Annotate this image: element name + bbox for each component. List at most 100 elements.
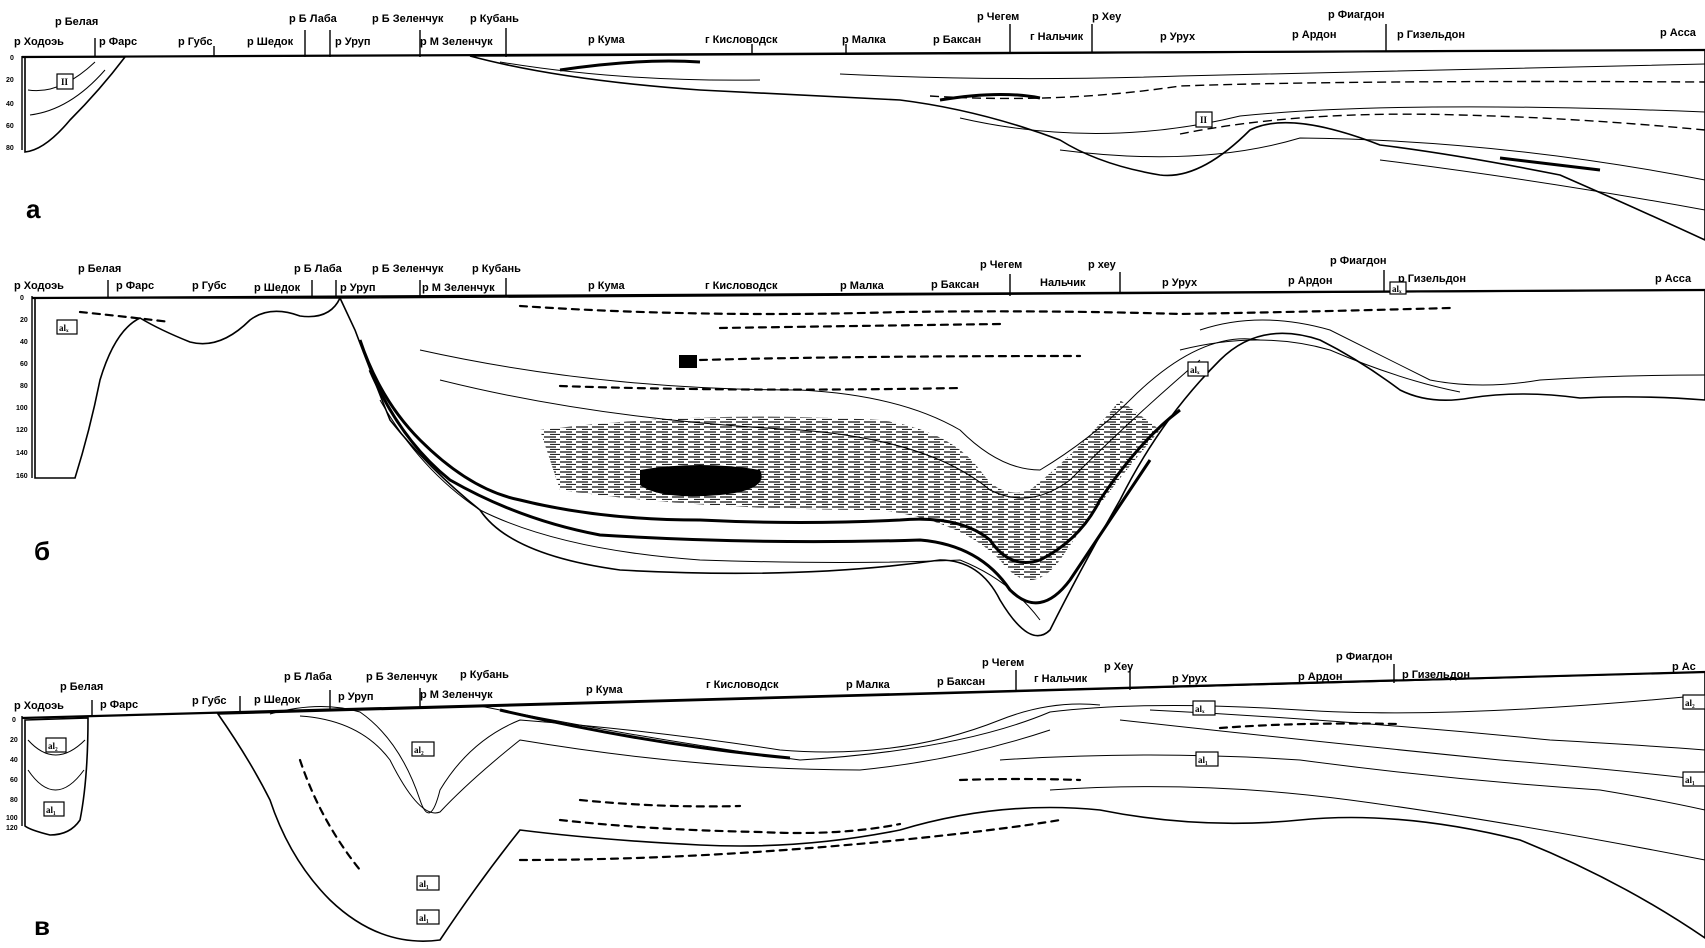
panel-c-layer: [1120, 720, 1705, 780]
depth-label: 60: [20, 361, 28, 368]
label-river: р Кума: [588, 280, 625, 292]
label-river: р Ходоэь: [14, 36, 64, 48]
label-river: р Б Зеленчук: [372, 263, 444, 275]
panel-a-layer: [930, 82, 1705, 99]
panel-c-index-box: al₁: [417, 910, 439, 924]
label-river: р Малка: [840, 280, 885, 292]
label-river: р Ассa: [1660, 27, 1697, 39]
depth-label: 40: [20, 339, 28, 346]
panel-letter: в: [34, 911, 50, 941]
index-label: al₁: [419, 913, 429, 923]
label-city: г Нальчик: [1030, 31, 1084, 43]
label-river: р Б Зеленчук: [366, 671, 438, 683]
depth-label: 100: [16, 405, 28, 412]
label-river: р Малка: [842, 34, 887, 46]
label-river: р Шедок: [254, 694, 301, 706]
panel-b: р Белая р Б Лаба р Б Зеленчук р Кубань р…: [14, 255, 1705, 636]
depth-label: 0: [20, 295, 24, 302]
label-river: р Б Лаба: [284, 671, 333, 683]
panel-b-index-box: alₓ: [1390, 282, 1406, 294]
index-label: al₁: [1198, 755, 1208, 765]
label-river: р Фиагдон: [1328, 9, 1385, 21]
label-river: р Губс: [192, 695, 226, 707]
panel-c-layer: [300, 716, 1050, 813]
panel-a-west-section: [25, 57, 125, 152]
panel-c-index-box: al₁: [44, 802, 64, 816]
panel-c-depth-scale: 0 20 40 60 80 100 120: [6, 716, 22, 832]
depth-label: 0: [12, 717, 16, 724]
label-river: р Чегем: [980, 259, 1022, 271]
depth-label: 140: [16, 450, 28, 457]
label-river: р Урух: [1160, 31, 1196, 43]
depth-label: 60: [10, 777, 18, 784]
panel-b-index-box: [679, 355, 697, 368]
label-river: р Чегем: [982, 657, 1024, 669]
panel-a-labels-row2: р Ходоэь р Фарс р Губс р Шедок р Уруп р …: [14, 27, 1697, 48]
index-label: II: [1200, 115, 1208, 125]
label-river: р Белая: [55, 16, 98, 28]
panel-c-pebble-line: [580, 800, 740, 806]
panel-b-pebble-line: [560, 386, 960, 390]
panel-c-main-section: [218, 672, 1705, 941]
label-river: р Ардон: [1292, 29, 1337, 41]
panel-b-pebble-line: [700, 356, 1080, 360]
label-river: р Фиагдон: [1336, 651, 1393, 663]
depth-label: 80: [10, 797, 18, 804]
label-river: р Белая: [78, 263, 121, 275]
panel-c-labels-row2: р Ходоэь р Фарс р Губс р Шедок р Уруп р …: [14, 661, 1696, 712]
label-river: р Уруп: [338, 691, 374, 703]
depth-label: 160: [16, 473, 28, 480]
label-city: г Кисловодск: [705, 34, 778, 46]
label-river: р Чегем: [977, 11, 1019, 23]
depth-label: 100: [6, 815, 18, 822]
panel-b-west-section: [35, 298, 340, 478]
panel-a-layer: [560, 61, 700, 70]
panel-c-index-box: al₂: [412, 742, 434, 756]
panel-a-index-box: II: [57, 74, 73, 89]
label-river: р М Зеленчук: [420, 689, 493, 701]
index-label: alₓ: [1195, 704, 1205, 714]
depth-label: 20: [10, 737, 18, 744]
panel-c-index-box: alₓ: [1193, 701, 1215, 715]
panel-b-layer: [1180, 340, 1460, 392]
index-label: alₓ: [59, 323, 69, 333]
label-river: р М Зеленчук: [422, 282, 495, 294]
index-label: al₂: [414, 745, 424, 755]
label-river: р Фарс: [99, 36, 137, 48]
panel-b-index-box: alₓ: [1188, 362, 1208, 376]
panel-b-index-box: alₓ: [57, 320, 77, 334]
panel-b-labels-row1: р Белая р Б Лаба р Б Зеленчук р Кубань р…: [78, 255, 1387, 275]
index-label: al₁: [419, 879, 429, 889]
label-river: р Фарс: [116, 280, 154, 292]
label-river: р Б Зеленчук: [372, 13, 444, 25]
label-river: р Гизельдон: [1398, 273, 1466, 285]
label-river: р Б Лаба: [294, 263, 343, 275]
panel-c-pebble-line: [560, 820, 900, 833]
depth-label: 40: [10, 757, 18, 764]
label-river: р Баксан: [931, 279, 979, 291]
label-river: р Урух: [1162, 277, 1198, 289]
label-river: р Малка: [846, 679, 891, 691]
index-label: al₁: [1685, 775, 1695, 785]
depth-label: 80: [6, 145, 14, 152]
index-label: al₂: [1685, 698, 1695, 708]
panel-b-layer: [1200, 320, 1705, 385]
depth-label: 20: [6, 77, 14, 84]
panel-c: р Белая р Б Лаба р Б Зеленчук р Кубань р…: [6, 651, 1705, 941]
label-river: р Уруп: [340, 282, 376, 294]
panel-c-pebble-line: [300, 760, 360, 870]
panel-b-depth-scale: 0 20 40 60 80 100 120 140 160: [16, 295, 32, 480]
panel-b-pebble-line: [520, 306, 1450, 314]
panel-c-index-box: al₂: [1683, 695, 1705, 709]
panel-a-layer: [1380, 160, 1705, 210]
label-river: р Урух: [1172, 673, 1208, 685]
label-river: р Б Лаба: [289, 13, 338, 25]
label-river: р Кубань: [470, 13, 519, 25]
label-city: г Кисловодск: [705, 280, 778, 292]
panel-c-index-box: al₁: [1683, 772, 1705, 786]
depth-label: 120: [6, 825, 18, 832]
depth-label: 120: [16, 427, 28, 434]
label-river: р Ходоэь: [14, 280, 64, 292]
panel-c-west-layer: [28, 770, 84, 790]
label-river: р Хеу: [1092, 11, 1122, 23]
